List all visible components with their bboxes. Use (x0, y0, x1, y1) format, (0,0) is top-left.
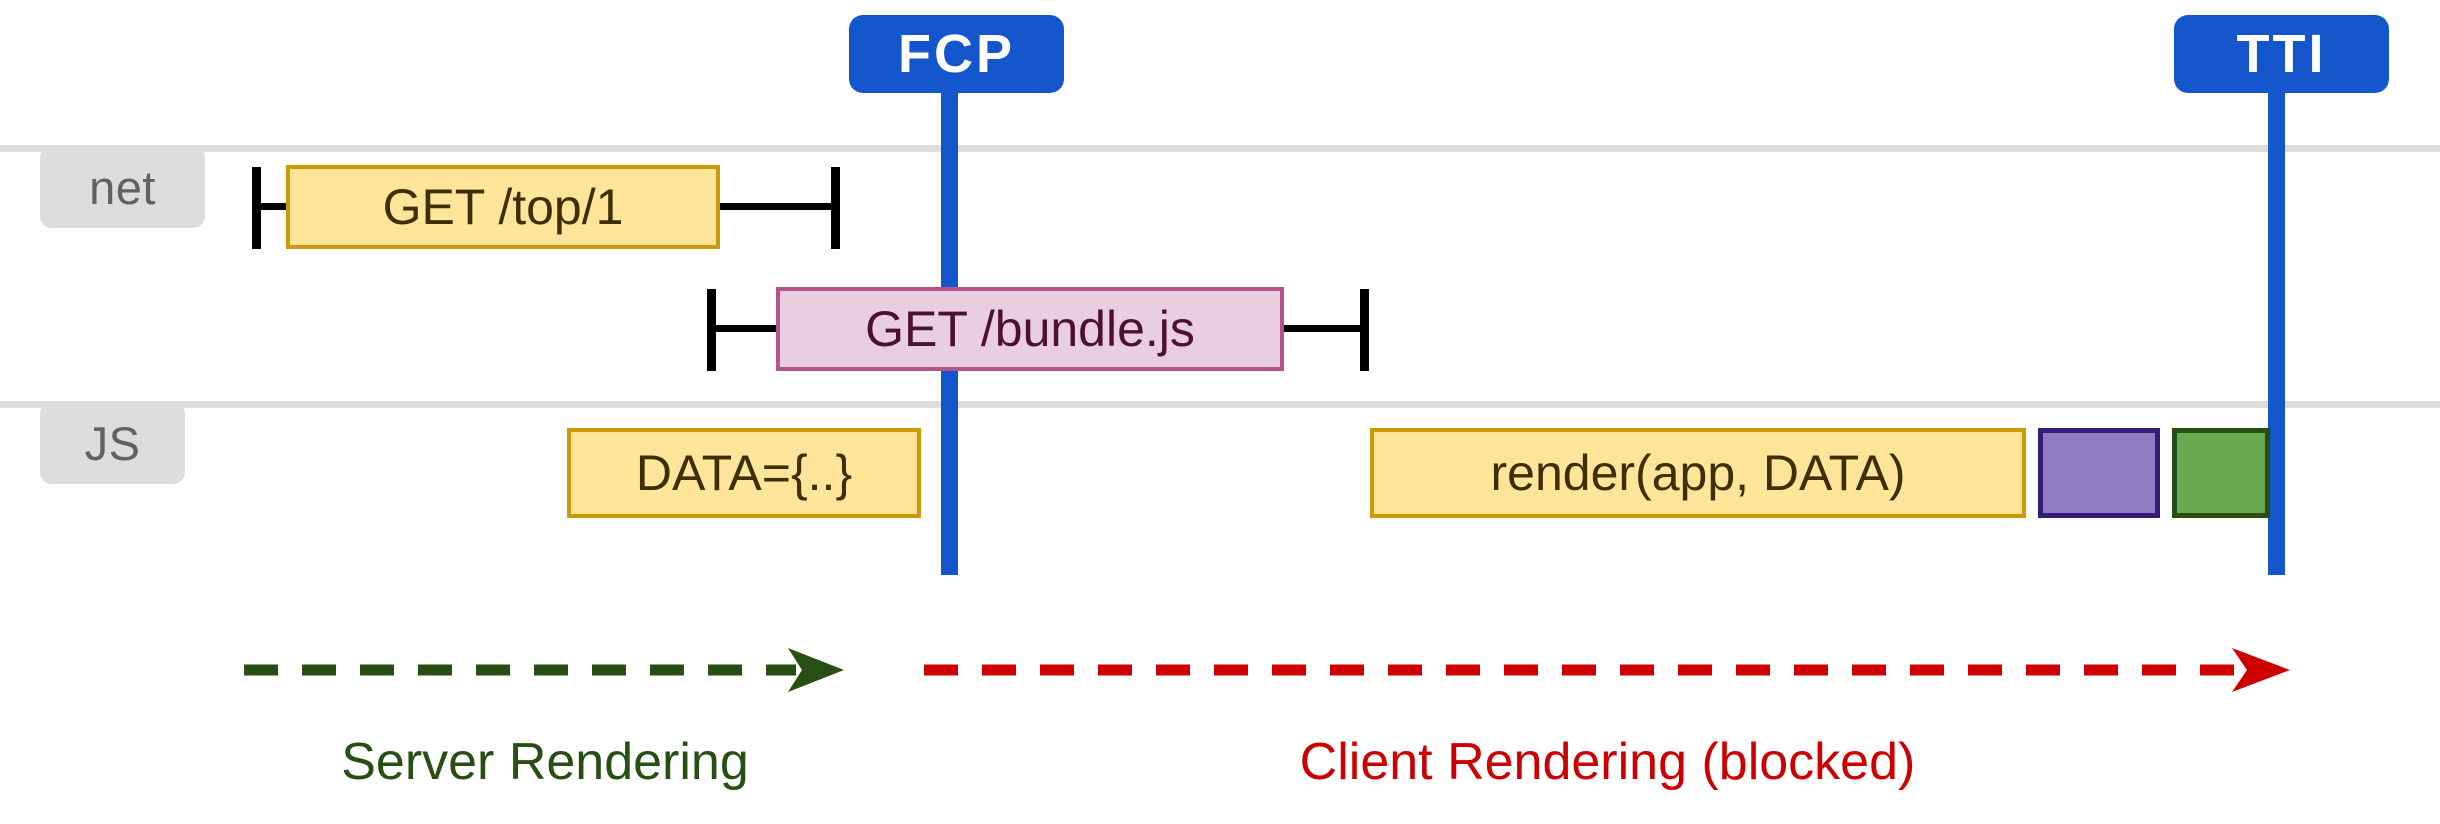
whisker-cap-get-bundle-left (707, 289, 716, 371)
bar-hydrate-task-purple[interactable] (2038, 428, 2160, 518)
whisker-cap-get-top-right (831, 167, 840, 249)
whisker-stem-get-top-right (716, 203, 840, 210)
lane-separator-js (0, 401, 2440, 408)
lane-separator-net (0, 145, 2440, 152)
phase-arrow-client (924, 648, 2290, 692)
bar-hydrate-task-green[interactable] (2172, 428, 2270, 518)
whisker-stem-get-top-left (252, 203, 290, 210)
bar-get-bundle[interactable]: GET /bundle.js (776, 287, 1284, 371)
bar-render-call[interactable]: render(app, DATA) (1370, 428, 2026, 518)
lane-label-net: net (40, 146, 205, 228)
marker-badge-tti[interactable]: TTI (2174, 15, 2389, 93)
phase-label-client: Client Rendering (blocked) (1299, 733, 1916, 791)
whisker-cap-get-bundle-right (1360, 289, 1369, 371)
whisker-stem-get-bundle-right (1280, 325, 1366, 332)
phase-arrow-server (244, 648, 844, 692)
bar-get-top[interactable]: GET /top/1 (286, 165, 720, 249)
marker-badge-fcp[interactable]: FCP (849, 15, 1064, 93)
phase-label-server: Server Rendering (341, 733, 749, 791)
whisker-stem-get-bundle-left (707, 325, 779, 332)
whisker-cap-get-top-left (252, 167, 261, 249)
lane-label-js: JS (40, 402, 185, 484)
bar-data-assignment[interactable]: DATA={..} (567, 428, 921, 518)
marker-line-tti (2268, 85, 2285, 575)
